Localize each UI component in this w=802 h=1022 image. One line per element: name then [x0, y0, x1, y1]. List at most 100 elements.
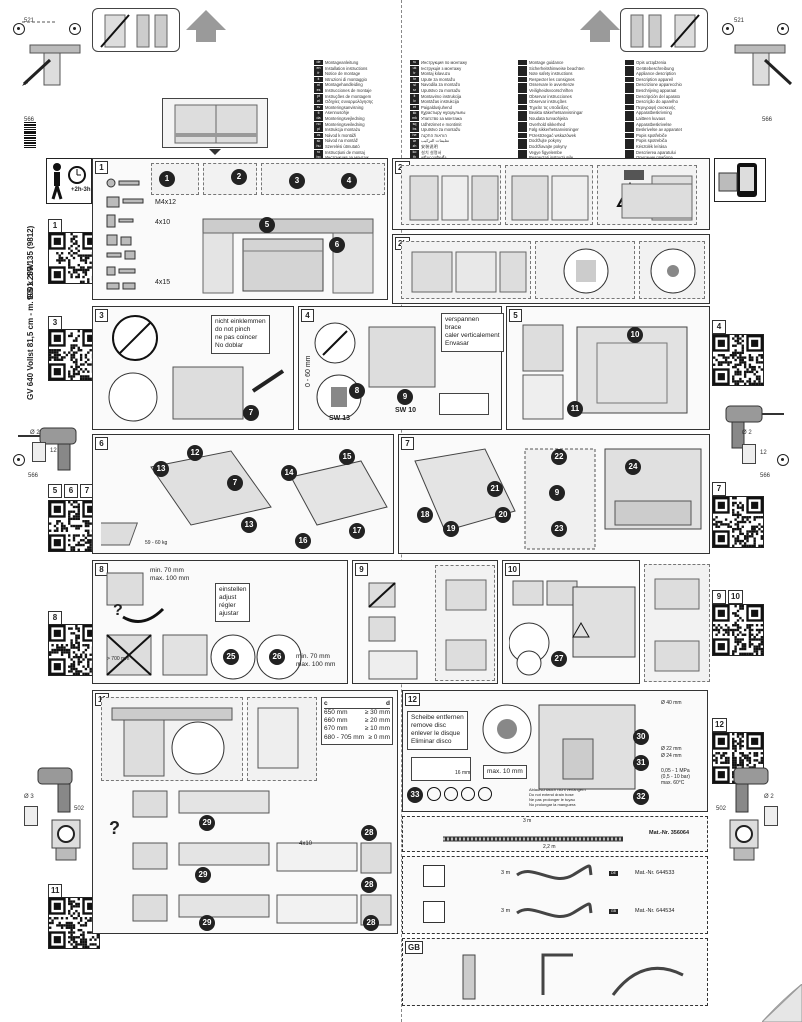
hose-note-line: No prolongar la manguera [529, 802, 576, 807]
language-row: Przestrzegać wskazówek [518, 133, 618, 139]
language-tag: sv [314, 105, 323, 111]
language-tag [518, 82, 527, 88]
power-cable-panel: 3 m 3 m DE GB Mat.-Nr. 644533 Mat.-Nr. 6… [402, 856, 708, 934]
language-tag [518, 155, 527, 161]
part-number: Mat.-Nr. 644533 [635, 870, 675, 876]
language-tag: he [410, 133, 419, 139]
sub-illustration [401, 241, 531, 299]
step-number: 4 [301, 309, 314, 322]
language-tag [625, 77, 634, 83]
table-header: c d [324, 700, 390, 710]
callout: 32 [633, 789, 649, 805]
language-row: Descrição do aparelho [625, 99, 725, 105]
language-label: Beakta säkerhetsanvisningar [529, 110, 583, 116]
language-label: Monteringsveiledning [325, 121, 365, 127]
language-tag [625, 133, 634, 139]
dim-bottom-right: 502 [716, 806, 727, 812]
language-label: Respectați instrucțiunile [529, 155, 573, 161]
note-line: ne pas coincer [215, 334, 258, 342]
mount-point-icon [13, 454, 25, 466]
pencil-mark-illustration [734, 44, 793, 86]
range-line: min. 70 mm [296, 653, 330, 660]
sub-illustration [644, 564, 710, 682]
callout: 31 [633, 755, 649, 771]
corner-bracket-illustration [729, 819, 759, 861]
table-cell: 670 mm [324, 725, 348, 733]
language-label: Respecter les consignes [529, 76, 575, 82]
dim-label: 16 mm [455, 770, 471, 776]
callout: 7 [227, 475, 243, 491]
language-label: Laitteen kuvaus [636, 115, 666, 121]
table-row: 680 - 705 mm≥ 0 mm [324, 734, 390, 742]
language-tag [518, 99, 527, 105]
language-tag: ko [410, 149, 419, 155]
hose-length: 3 m [523, 818, 532, 824]
language-row: Følg sikkerhetsanvisninger [518, 127, 618, 133]
drain-connection-illustration [482, 704, 532, 754]
qr-label: 5 [48, 484, 62, 498]
pencil-mark-illustration [22, 44, 81, 86]
language-label: Dodržujte pokyny [529, 138, 562, 144]
language-row: Beskrivelse av apparatet [625, 127, 725, 133]
qr-label: 9 [712, 590, 726, 604]
language-row: Περιγραφή συσκευής [625, 105, 725, 111]
part-size-label: M4x12 [155, 199, 177, 206]
language-tag [518, 138, 527, 144]
dim-drill: Ø 2 [742, 430, 752, 436]
language-label: 설치 설명서 [421, 149, 442, 155]
warning-icons [427, 787, 527, 803]
step-6-panel: 6 12 13 13 14 15 16 17 7 59 - 60 kg [92, 434, 394, 554]
language-row: Veiligheidsvoorschriften [518, 88, 618, 94]
language-row: thคู่มือการติดตั้ง [410, 155, 510, 161]
pressure-label: (0,5 - 10 bar) [661, 774, 690, 780]
language-tag: es [314, 88, 323, 94]
language-label: Instrucțiuni de montaj [325, 149, 365, 155]
language-tag [518, 71, 527, 77]
part-number: Mat.-Nr. 356064 [649, 830, 690, 836]
step-number: GB [405, 941, 423, 954]
language-tag [518, 127, 527, 133]
adjust-line: adjust [219, 594, 237, 602]
language-label: Instrukcja montażu [325, 127, 361, 133]
remove-disc-box: Scheibe entfernen remove disc enlever le… [407, 711, 468, 750]
step-number: 6 [95, 437, 108, 450]
step-10-panel: 10 27 [502, 560, 640, 684]
step-9-panel: 9 [352, 560, 498, 684]
hose-length-icon [411, 757, 471, 781]
language-tag: bg [314, 155, 323, 161]
language-label: Udhëzimet e montimit [421, 121, 462, 127]
hole-depth-icon [742, 444, 756, 464]
language-label: Uputstvo za montažu [421, 127, 461, 133]
language-row: Dodržujte pokyny [518, 138, 618, 144]
language-tag [625, 82, 634, 88]
diameter-label: Ø 40 mm [661, 700, 682, 706]
qr-code[interactable] [712, 496, 764, 548]
language-row: Respectați instrucțiunile [518, 155, 618, 161]
table-cell: 680 - 705 mm [324, 733, 365, 741]
qr-code[interactable] [712, 334, 764, 386]
qr-code[interactable] [712, 604, 764, 656]
language-tag: mk [410, 116, 419, 122]
cable-length: 3 m [501, 870, 511, 876]
door-height-illustration [106, 572, 165, 623]
sub-illustration [639, 241, 705, 299]
language-row: Osservare le avvertenze [518, 82, 618, 88]
language-tag [518, 133, 527, 139]
language-tag: de [314, 60, 323, 66]
language-label: Описание прибора [636, 155, 673, 161]
mount-point-icon [69, 23, 81, 35]
language-tag: en [314, 65, 323, 71]
dim-depth: 12 [50, 448, 57, 454]
callout: 14 [281, 465, 297, 481]
language-label: Monteringsanvisning [325, 104, 364, 110]
no-fit-illustration [92, 8, 180, 52]
